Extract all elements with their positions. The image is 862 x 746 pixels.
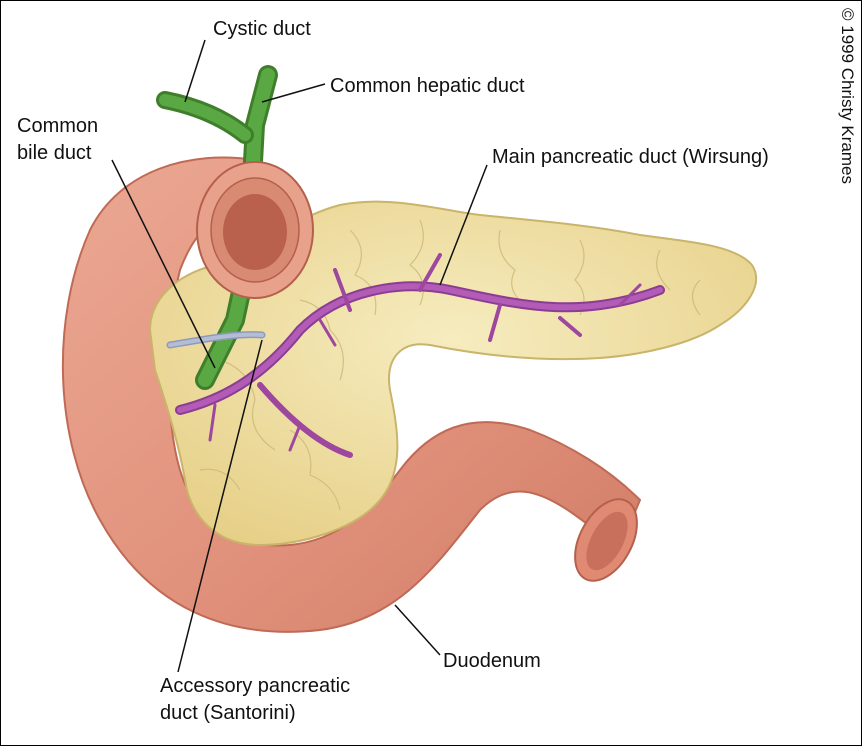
leader-main-pancreatic-duct: [439, 164, 488, 286]
label-accessory-duct-line1: Accessory pancreatic: [160, 675, 350, 697]
label-common-hepatic-duct: Common hepatic duct: [330, 75, 525, 97]
duodenum-shape: [61, 156, 642, 633]
leader-duodenum: [394, 604, 441, 656]
leader-lines: [111, 39, 488, 673]
copyright-text: © 1999 Christy Krames: [838, 8, 857, 184]
main-duct-shape: [175, 253, 665, 458]
pancreas-shape: [148, 200, 758, 547]
label-accessory-duct-line2: duct (Santorini): [160, 702, 296, 724]
leader-accessory-duct: [177, 339, 263, 673]
leader-common-bile-duct: [111, 159, 216, 369]
label-common-bile-duct-line1: Common: [17, 115, 98, 137]
leader-cystic-duct: [184, 39, 206, 103]
leader-common-hepatic-duct: [261, 83, 326, 103]
label-duodenum: Duodenum: [443, 650, 541, 672]
label-common-bile-duct-line2: bile duct: [17, 142, 92, 164]
label-main-pancreatic-duct: Main pancreatic duct (Wirsung): [492, 146, 769, 168]
duodenum-cut-end: [196, 161, 314, 299]
label-cystic-duct: Cystic duct: [213, 18, 311, 40]
